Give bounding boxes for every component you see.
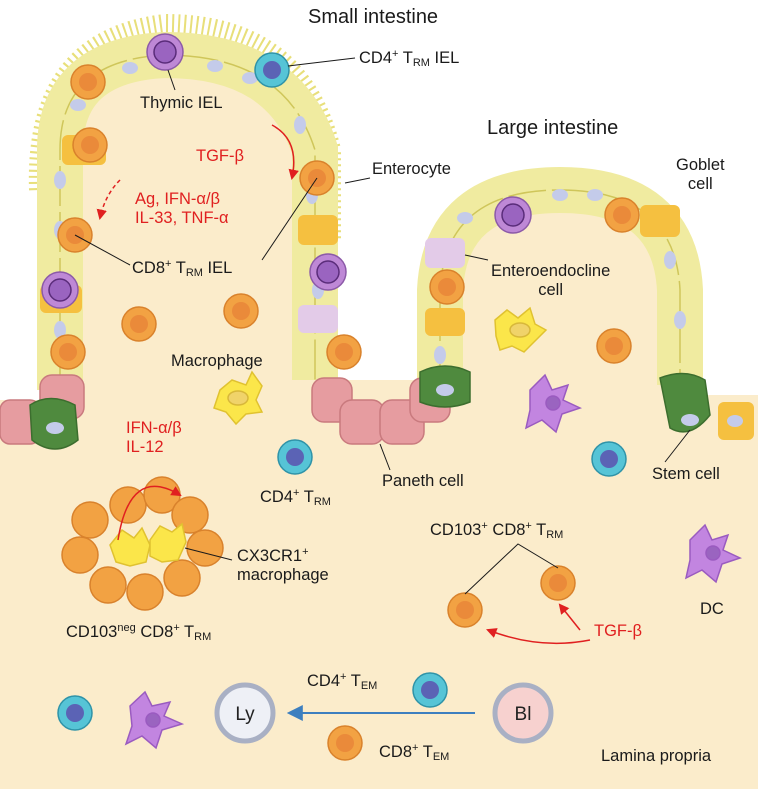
bl-label: Bl (515, 704, 532, 725)
cd103-cd8-trm-label: CD103+ CD8+ TRM (430, 520, 564, 541)
enteroendocrine-cell-si (298, 305, 338, 333)
stem-cell-label: Stem cell (652, 465, 720, 483)
cd8-trm-iel-label: CD8+ TRM IEL (132, 258, 233, 279)
paneth-cell-label: Paneth cell (382, 472, 464, 490)
cd8-tem-label: CD8+ TEM (379, 742, 450, 763)
tgf-arrow-lamina-2 (486, 628, 591, 645)
cd103neg-cluster (61, 476, 224, 611)
dc-label: DC (700, 600, 724, 618)
macrophages (213, 306, 548, 426)
cd103neg-cd8-trm-label: CD103neg CD8+ TRM (66, 622, 212, 643)
tgf-beta-villus-label: TGF-β (196, 147, 244, 165)
macrophage-label: Macrophage (171, 352, 263, 370)
small-intestine-title: Small intestine (308, 6, 439, 28)
tgf-arrow-lamina-1 (558, 603, 581, 631)
cd4-trm-label: CD4+ TRM (260, 487, 331, 508)
cd8-t-cells (50, 64, 640, 761)
tgf-beta-lamina-label: TGF-β (594, 622, 642, 640)
thymic-iel-label: Thymic IEL (140, 94, 223, 112)
ag-ifn-arrow (96, 179, 121, 221)
goblet-cell-li-2 (640, 205, 680, 237)
cd4-tem-label: CD4+ TEM (307, 671, 378, 692)
goblet-cell-li-1 (425, 308, 465, 336)
dendritic-cells (124, 373, 743, 750)
cd4-cells (57, 52, 627, 731)
enterocyte-label: Enterocyte (372, 160, 451, 178)
thymic-iel-cells (41, 33, 532, 309)
lamina-propria-label: Lamina propria (601, 747, 712, 765)
lymphatic-vessel (214, 682, 276, 744)
goblet-cell-si-3 (298, 215, 338, 245)
large-intestine-title: Large intestine (487, 117, 619, 139)
enteroendocrine-cell-li (425, 238, 465, 268)
stem-cells (29, 365, 711, 450)
cx3cr1-macrophage-label: CX3CR1+macrophage (237, 546, 329, 584)
ly-label: Ly (235, 704, 255, 725)
blood-vessel (492, 682, 554, 744)
ifn-il12-arrow (117, 485, 182, 541)
cd4-trm-iel-label: CD4+ TRM IEL (359, 48, 460, 69)
tgf-arrow-villus (271, 124, 299, 181)
